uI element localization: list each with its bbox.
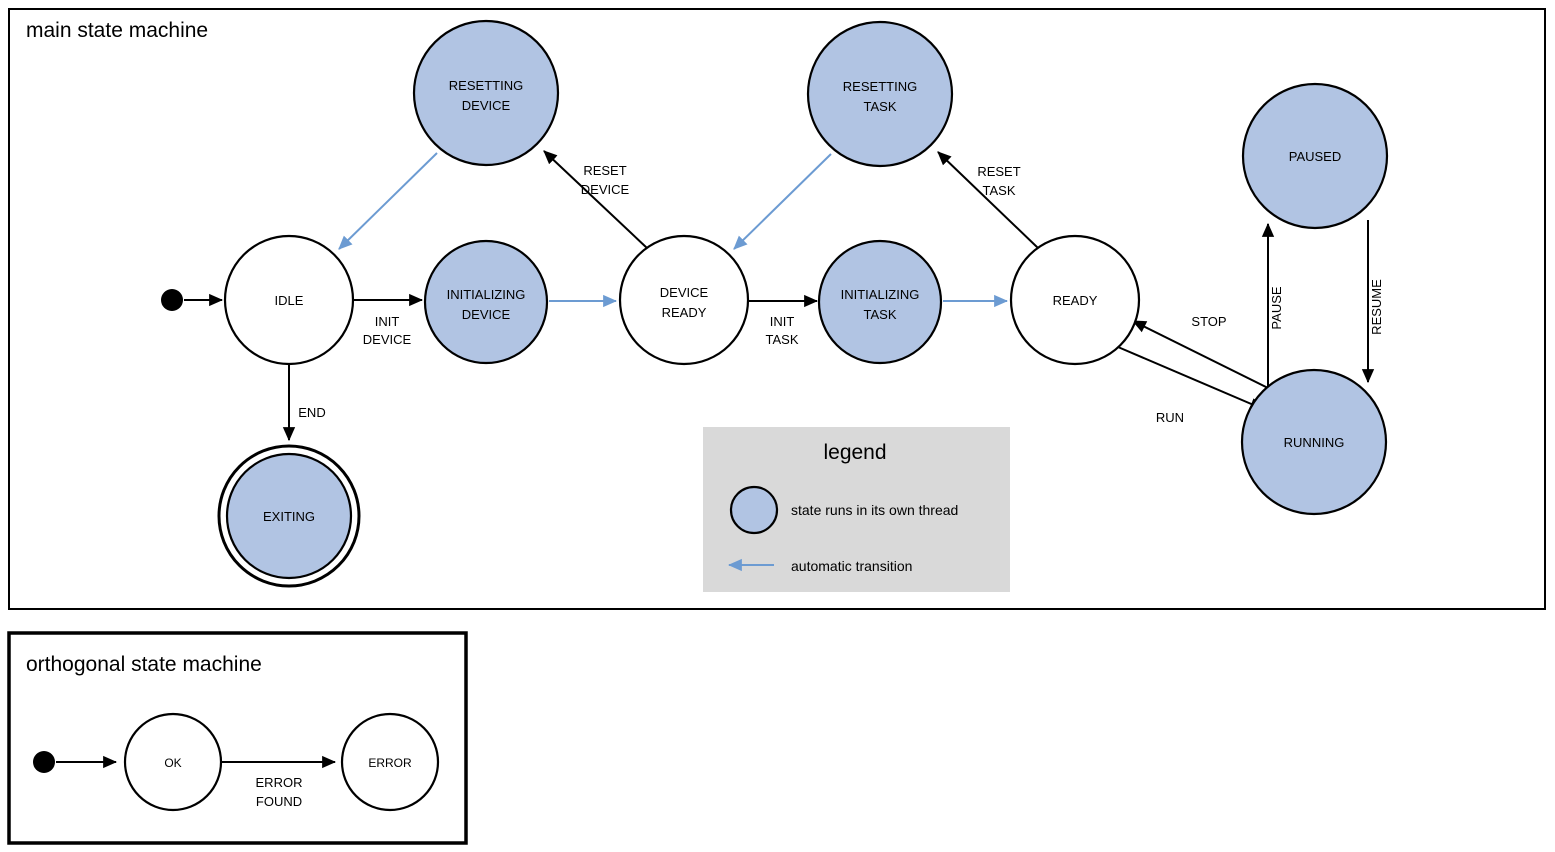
transition-label-end: END — [298, 405, 325, 420]
state-running-label: RUNNING — [1284, 435, 1345, 450]
state-device-ready-label-line1: DEVICE — [660, 285, 709, 300]
transition-label-stop: STOP — [1191, 314, 1226, 329]
transition-label-run: RUN — [1156, 410, 1184, 425]
transition-label-init-task-line2: TASK — [766, 332, 799, 347]
transition-ready-to-running — [1117, 346, 1265, 410]
state-idle-label: IDLE — [275, 293, 304, 308]
state-ok[interactable] — [123, 712, 223, 812]
transition-label-error-found-line2: FOUND — [256, 794, 302, 809]
state-running[interactable] — [1240, 368, 1388, 516]
state-idle[interactable] — [223, 234, 355, 366]
transition-label-error-found-line1: ERROR — [256, 775, 303, 790]
state-initializing-task-label-line1: INITIALIZING — [841, 287, 920, 302]
state-ready[interactable] — [1009, 234, 1141, 366]
state-device-ready-label-line2: READY — [662, 305, 707, 320]
transition-label-init-device-line2: DEVICE — [363, 332, 412, 347]
orthogonal-frame-title: orthogonal state machine — [26, 653, 262, 676]
transition-ready-to-resetting-task — [937, 151, 1039, 249]
legend-threaded-state-text: state runs in its own thread — [791, 502, 958, 518]
state-resetting-task-label-line2: TASK — [864, 99, 897, 114]
transition-resetting-task-to-device-ready — [733, 153, 832, 250]
transition-label-reset-device-line2: DEVICE — [581, 182, 630, 197]
transition-resetting-device-to-idle — [338, 152, 438, 250]
state-error[interactable] — [340, 712, 440, 812]
state-initializing-device-label-line1: INITIALIZING — [447, 287, 526, 302]
start-state-marker — [161, 289, 183, 311]
legend-title: legend — [823, 441, 886, 464]
transition-label-reset-task-line1: RESET — [977, 164, 1020, 179]
state-paused-label: PAUSED — [1289, 149, 1342, 164]
transition-label-reset-task-line2: TASK — [983, 183, 1016, 198]
transition-running-to-ready — [1131, 320, 1269, 389]
legend-auto-transition-text: automatic transition — [791, 558, 912, 574]
transition-device-ready-to-resetting-device — [543, 150, 648, 249]
legend-threaded-state-icon — [729, 485, 779, 535]
state-resetting-device-label-line2: DEVICE — [462, 98, 511, 113]
transition-label-init-task-line1: INIT — [770, 314, 795, 329]
transition-label-reset-device-line1: RESET — [583, 163, 626, 178]
state-initializing-task-label-line2: TASK — [864, 307, 897, 322]
state-initializing-device[interactable] — [423, 239, 549, 365]
state-initializing-device-label-line2: DEVICE — [462, 307, 511, 322]
state-paused[interactable] — [1241, 82, 1389, 230]
state-device-ready[interactable] — [618, 234, 750, 366]
state-initializing-task[interactable] — [817, 239, 943, 365]
state-resetting-task[interactable] — [806, 20, 954, 168]
transition-label-pause: PAUSE — [1269, 286, 1284, 329]
state-exiting[interactable] — [225, 452, 353, 580]
state-ok-label: OK — [164, 756, 181, 770]
state-ready-label: READY — [1053, 293, 1098, 308]
transition-label-init-device-line1: INIT — [375, 314, 400, 329]
state-error-label: ERROR — [368, 756, 412, 770]
state-resetting-device[interactable] — [412, 19, 560, 167]
state-resetting-device-label-line1: RESETTING — [449, 78, 523, 93]
state-exiting-label: EXITING — [263, 509, 315, 524]
state-resetting-task-label-line1: RESETTING — [843, 79, 917, 94]
ortho-start-state-marker — [33, 751, 55, 773]
main-frame-title: main state machine — [26, 19, 208, 42]
transition-label-resume: RESUME — [1369, 279, 1384, 335]
